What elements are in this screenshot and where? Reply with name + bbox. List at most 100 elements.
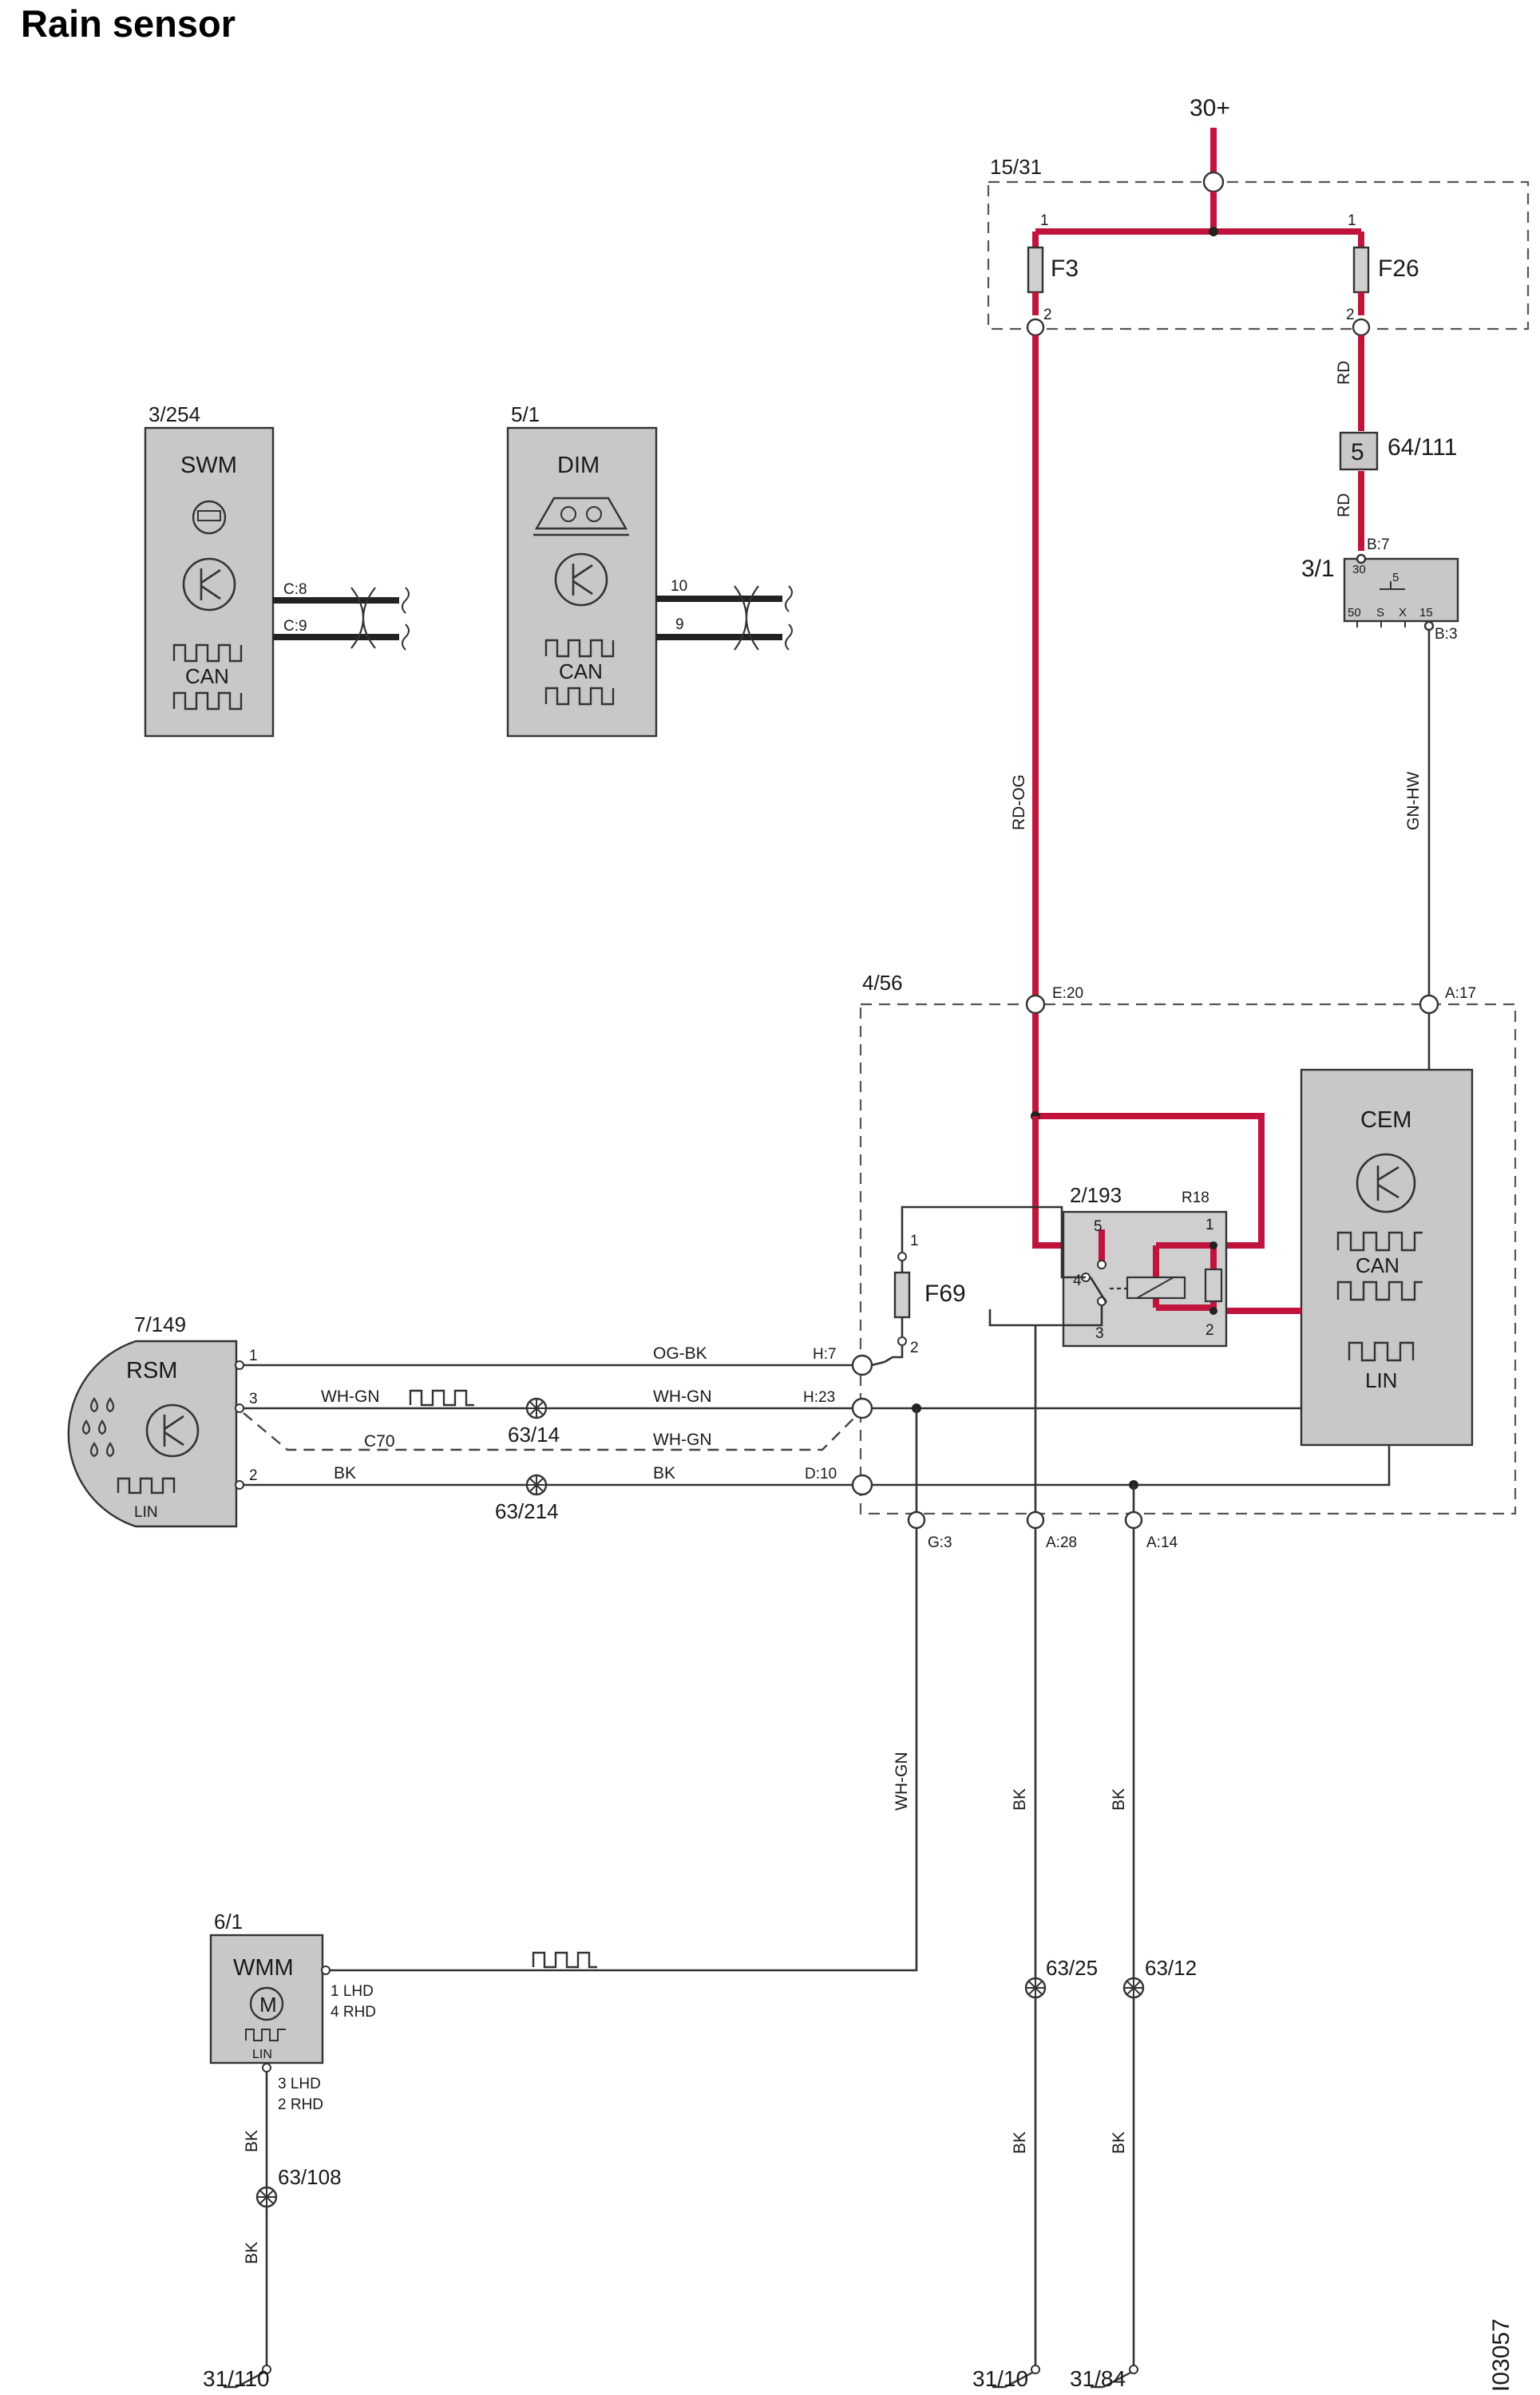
- relay-contact-5: [1097, 1260, 1107, 1269]
- relay-pin-1: 1: [1205, 1217, 1214, 1233]
- dim-box: [506, 426, 658, 738]
- relay-pin3-wire: [988, 1305, 1103, 1327]
- swm-module: 3/254 SWM CAN C:8 C:9: [144, 402, 410, 738]
- relay-pin-3: 3: [1095, 1325, 1104, 1342]
- splice-63-108-label: 63/108: [278, 2165, 342, 2189]
- rsm-box: [67, 1340, 238, 1528]
- ground-64-111-num: 5: [1351, 439, 1364, 465]
- wire-g3-label: WH-GN: [893, 1752, 911, 1811]
- splice-63-25-label: 63/25: [1046, 1956, 1098, 1980]
- ignition-switch-3-1: B:7 3/1 30 5 50 S X 15 B:3: [1301, 536, 1459, 643]
- splice-63-25: [1024, 1977, 1047, 1999]
- wire-rd-label-1: RD: [1335, 361, 1353, 385]
- cem-transistor-symbol-icon: [1376, 1166, 1399, 1201]
- f3-pin-out: 2: [1043, 307, 1052, 323]
- wire-g3-wh-gn: [327, 1528, 918, 1972]
- rsm-lin-signal-icon: [117, 1477, 176, 1494]
- splice-63-14-label: 63/14: [508, 1423, 560, 1447]
- lin-signal-wave-icon: [409, 1389, 474, 1407]
- ign-p15: 15: [1419, 606, 1433, 620]
- wmm-ref: 6/1: [214, 1910, 243, 1934]
- ground-31-84: [1091, 2365, 1138, 2389]
- ground-64-111-ref: 64/111: [1388, 434, 1457, 461]
- dim-module: 5/1 DIM CAN 10 9: [506, 402, 793, 738]
- wire-rd-og-label: RD-OG: [1010, 774, 1028, 830]
- cem-lin-signal-icon: [1348, 1341, 1415, 1362]
- wmm-pin-4rhd: 4 RHD: [331, 2004, 376, 2021]
- node-a14: [1124, 1510, 1143, 1530]
- rsm-pin-1: 1: [249, 1348, 258, 1364]
- wmm-lin-wave-icon: [532, 1951, 597, 1969]
- relay-r18: R18: [1182, 1190, 1209, 1206]
- wmm-pin-a-node: [321, 1965, 331, 1975]
- rsm-transistor-symbol-icon: [163, 1415, 184, 1447]
- dim-pin-10: 10: [671, 578, 687, 595]
- wmm-name: WMM: [233, 1955, 294, 1981]
- swm-pin-c9: C:9: [283, 618, 307, 635]
- relay-pin-5: 5: [1094, 1218, 1103, 1235]
- f3-pin-in: 1: [1040, 212, 1049, 229]
- ground-31-10-text: 31/10: [972, 2366, 1029, 2391]
- splice-63-108: [255, 2186, 278, 2208]
- steering-wheel-hub-icon: [197, 510, 221, 521]
- swm-can-wires: [273, 597, 399, 640]
- wire-wmm-label-2: BK: [243, 2242, 261, 2264]
- rsm-module: 7/149 RSM LIN 1 3 2: [67, 1312, 258, 1528]
- ground-31-110: [224, 2365, 271, 2389]
- ground-31-84-text: 31/84: [1070, 2366, 1126, 2391]
- dim-transistor-symbol-icon: [572, 564, 593, 596]
- wmm-lin-label: LIN: [252, 2048, 272, 2061]
- f69-pin2-node: [897, 1336, 907, 1346]
- conn-d10-label: D:10: [805, 1466, 837, 1483]
- swm-can-label: CAN: [185, 664, 229, 688]
- motor-label: M: [259, 1993, 277, 2017]
- node-h23: [851, 1397, 873, 1419]
- relay-pin-2: 2: [1205, 1322, 1214, 1339]
- rsm-ref: 7/149: [134, 1312, 186, 1336]
- ign-pin-15-node: [1423, 620, 1435, 631]
- wmm-module: 6/1 WMM M LIN 1 LHD 4 RHD 3 LHD 2 RHD: [209, 1910, 376, 2113]
- resistor-r18: [1204, 1268, 1223, 1303]
- f26-out-node: [1352, 318, 1371, 337]
- dim-can-label: CAN: [559, 659, 603, 683]
- f69-pin-2: 2: [910, 1340, 919, 1356]
- dim-can-signal-icon-2: [544, 687, 615, 706]
- fuse-f69-label: F69: [924, 1281, 966, 1307]
- rsm-lin-label: LIN: [134, 1504, 158, 1521]
- rsm-pin-3: 3: [249, 1391, 258, 1407]
- ignition-ref: 3/1: [1301, 556, 1335, 582]
- fuse-f69: [893, 1271, 911, 1319]
- ign-p50: 50: [1348, 606, 1361, 620]
- relay-switch-arm: [1089, 1277, 1108, 1304]
- node-a28: [1026, 1510, 1045, 1530]
- wire-bk-label-1: BK: [334, 1464, 356, 1483]
- rsm-name: RSM: [126, 1358, 177, 1384]
- cem-box-ref: 4/56: [862, 971, 903, 995]
- splice-63-214: [525, 1474, 548, 1496]
- transistor-symbol-icon: [200, 568, 221, 600]
- swm-twist-icon: [350, 587, 376, 649]
- fuse-box-ref: 15/31: [990, 155, 1042, 179]
- fuse-f3: [1027, 246, 1044, 294]
- wire-og-bk-label: OG-BK: [653, 1344, 707, 1363]
- cem-can-signal-icon: [1336, 1231, 1423, 1252]
- supply-30-label: 30+: [1190, 95, 1230, 121]
- wmm-pin-b-node: [262, 2063, 271, 2072]
- splice-63-12-label: 63/12: [1145, 1956, 1197, 1980]
- page-title: Rain sensor: [21, 2, 236, 45]
- splice-63-214-label: 63/214: [495, 1499, 559, 1523]
- wire-gn-hw-label: GN-HW: [1404, 771, 1423, 830]
- fuse-box-boundary: [987, 180, 1530, 331]
- fuse-f26: [1352, 246, 1370, 294]
- fuse-box-bus: [1032, 192, 1364, 247]
- r18-junction-bottom: [1209, 1307, 1217, 1315]
- swm-ref: 3/254: [148, 402, 200, 426]
- motor-icon: [249, 1986, 284, 2021]
- rsm-transistor-icon: [145, 1403, 200, 1458]
- cem-can-signal-icon-2: [1336, 1281, 1423, 1301]
- cem-module-box: [1300, 1068, 1474, 1447]
- f69-pin-1: 1: [910, 1233, 919, 1249]
- rsm-pin-2: 2: [249, 1467, 258, 1484]
- rain-drops-icon: [81, 1397, 115, 1458]
